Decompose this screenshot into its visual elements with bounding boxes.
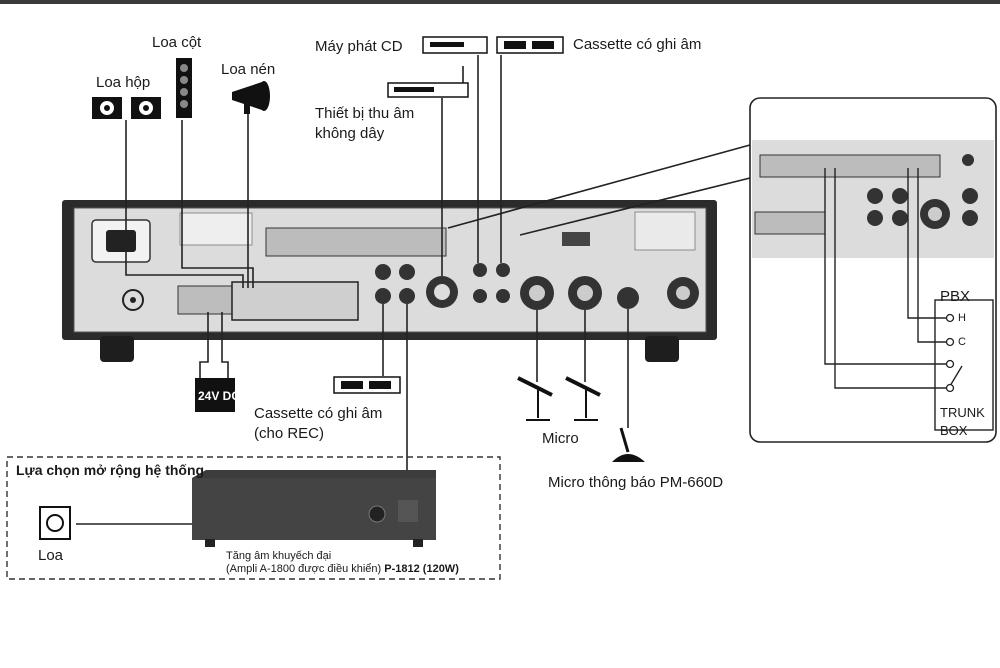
label-loa-nen: Loa nén: [221, 61, 276, 78]
label-thiet-bi-2: không dây: [315, 125, 385, 142]
cd-player-icon: [422, 36, 488, 54]
label-loa: Loa: [38, 547, 64, 564]
label-cassette-top: Cassette có ghi âm: [573, 36, 702, 53]
label-power: 24V DC: [198, 389, 241, 403]
label-amp-1: Tăng âm khuyếch đại: [226, 550, 332, 562]
speaker-box-icon: [92, 97, 161, 119]
label-pbx-h: H: [958, 312, 966, 324]
label-loa-cot: Loa cột: [152, 34, 202, 51]
wireless-receiver-icon: [387, 66, 469, 98]
amplifier-icon: [192, 470, 436, 547]
pbx-inset: [749, 97, 997, 443]
label-trunk-2: BOX: [940, 423, 968, 438]
label-thiet-bi-1: Thiết bị thu âm: [315, 105, 415, 122]
power-supply-icon: [195, 378, 235, 412]
wiring-lines: [76, 55, 751, 525]
microphone-icon: [517, 376, 601, 421]
expansion-box: [6, 456, 501, 580]
label-pbx-c: C: [958, 336, 966, 348]
paging-microphone-icon: [612, 427, 645, 462]
label-pbx: PBX: [940, 288, 971, 305]
label-amp-2: (Ampli A-1800 được điều khiển) P-1812 (1…: [226, 563, 459, 576]
label-cassette-rec-1: Cassette có ghi âm: [254, 405, 383, 422]
label-micro: Micro: [542, 430, 579, 447]
label-micro-pm: Micro thông báo PM-660D: [548, 474, 724, 491]
cassette-deck-icon: [496, 36, 564, 54]
cassette-rec-icon: [333, 376, 401, 394]
expansion-title: Lựa chọn mở rộng hệ thống: [16, 462, 205, 478]
label-may-phat-cd: Máy phát CD: [315, 38, 403, 55]
label-loa-hop: Loa hộp: [96, 74, 151, 91]
label-cassette-rec-2: (cho REC): [254, 425, 325, 442]
label-trunk-1: TRUNK: [940, 405, 985, 420]
label-amp-2a: (Ampli A-1800 được điều khiển): [226, 563, 385, 575]
amplifier-rear-panel: [62, 200, 717, 362]
label-amp-2b: P-1812 (120W): [384, 563, 459, 575]
column-speaker-icon: [176, 58, 192, 118]
top-border: [0, 0, 1000, 4]
horn-speaker-icon: [232, 81, 270, 114]
